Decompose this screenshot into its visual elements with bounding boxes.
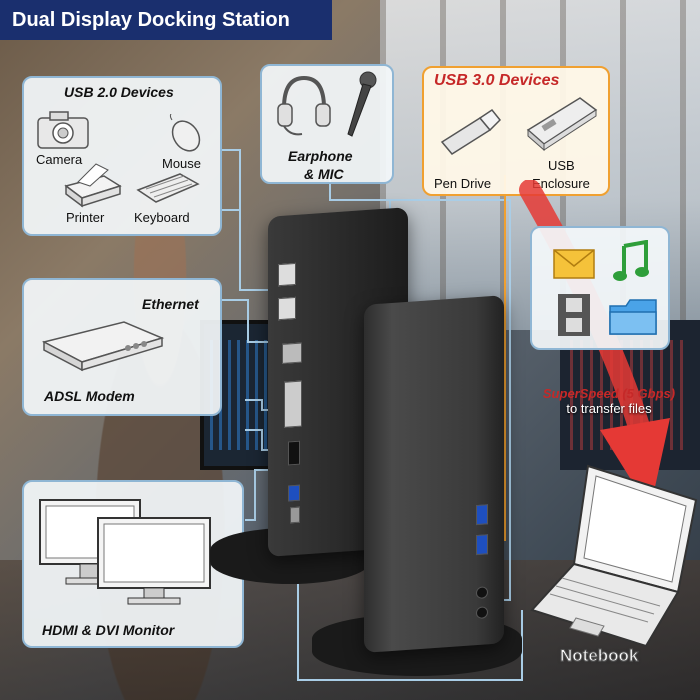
- earphone-mic-panel: Earphone & MIC: [260, 64, 394, 184]
- enclosure-label-1: USB: [548, 158, 575, 173]
- dvi-port: [284, 380, 302, 428]
- camera-label: Camera: [36, 152, 83, 167]
- usb3-upstream-port: [288, 484, 300, 502]
- usb2-devices-panel: USB 2.0 Devices Camera Mouse Printer Key…: [22, 76, 222, 236]
- keyboard-label: Keyboard: [134, 210, 190, 225]
- usb-enclosure-icon: [526, 97, 598, 152]
- camera-icon: [37, 111, 89, 149]
- headset-icon: [277, 75, 331, 136]
- speed-annotation: SuperSpeed (5 Gbps) to transfer files: [524, 386, 694, 416]
- microphone-icon: [347, 71, 377, 137]
- mouse-label: Mouse: [162, 156, 202, 171]
- usb3-front-port-2: [476, 534, 488, 556]
- enclosure-label-2: Enclosure: [532, 176, 590, 191]
- usb3-devices-panel: USB 3.0 Devices Pen Drive USB Enclosure: [422, 66, 610, 196]
- audio-jack-1: [476, 586, 488, 600]
- folder-icon: [609, 299, 657, 335]
- hdmi-port: [288, 440, 300, 466]
- music-icon: [613, 240, 649, 281]
- ethernet-port: [282, 342, 302, 364]
- title-banner: Dual Display Docking Station: [0, 0, 332, 40]
- modem-icon: [41, 321, 165, 372]
- printer-icon: [64, 163, 122, 208]
- laptop-icon: [530, 464, 698, 648]
- pen-drive-label: Pen Drive: [434, 176, 492, 191]
- dc-power-port: [290, 506, 300, 524]
- mouse-icon: [169, 114, 201, 152]
- usb2-port-1: [278, 262, 296, 287]
- monitor-icon: [39, 499, 211, 605]
- earphone-label: Earphone: [288, 148, 353, 164]
- film-icon: [558, 294, 590, 336]
- files-panel: [530, 226, 670, 350]
- pen-drive-icon: [440, 108, 502, 155]
- mic-label: & MIC: [304, 166, 344, 182]
- ethernet-title: Ethernet: [142, 296, 199, 312]
- notebook-label: Notebook: [559, 646, 639, 666]
- mail-icon: [553, 249, 595, 279]
- monitor-label: HDMI & DVI Monitor: [42, 622, 175, 638]
- usb2-title: USB 2.0 Devices: [64, 84, 174, 100]
- audio-jack-2: [476, 606, 488, 620]
- modem-label: ADSL Modem: [44, 388, 135, 404]
- usb3-title: USB 3.0 Devices: [434, 72, 560, 89]
- printer-label: Printer: [66, 210, 105, 225]
- speed-main-text: SuperSpeed (5 Gbps): [542, 386, 676, 401]
- speed-sub-text: to transfer files: [566, 401, 652, 416]
- keyboard-icon: [136, 173, 200, 203]
- usb2-port-2: [278, 296, 296, 321]
- ethernet-panel: Ethernet ADSL Modem: [22, 278, 222, 416]
- monitor-panel: HDMI & DVI Monitor: [22, 480, 244, 648]
- usb3-front-port-1: [476, 504, 488, 526]
- front-dock-body: [364, 295, 504, 653]
